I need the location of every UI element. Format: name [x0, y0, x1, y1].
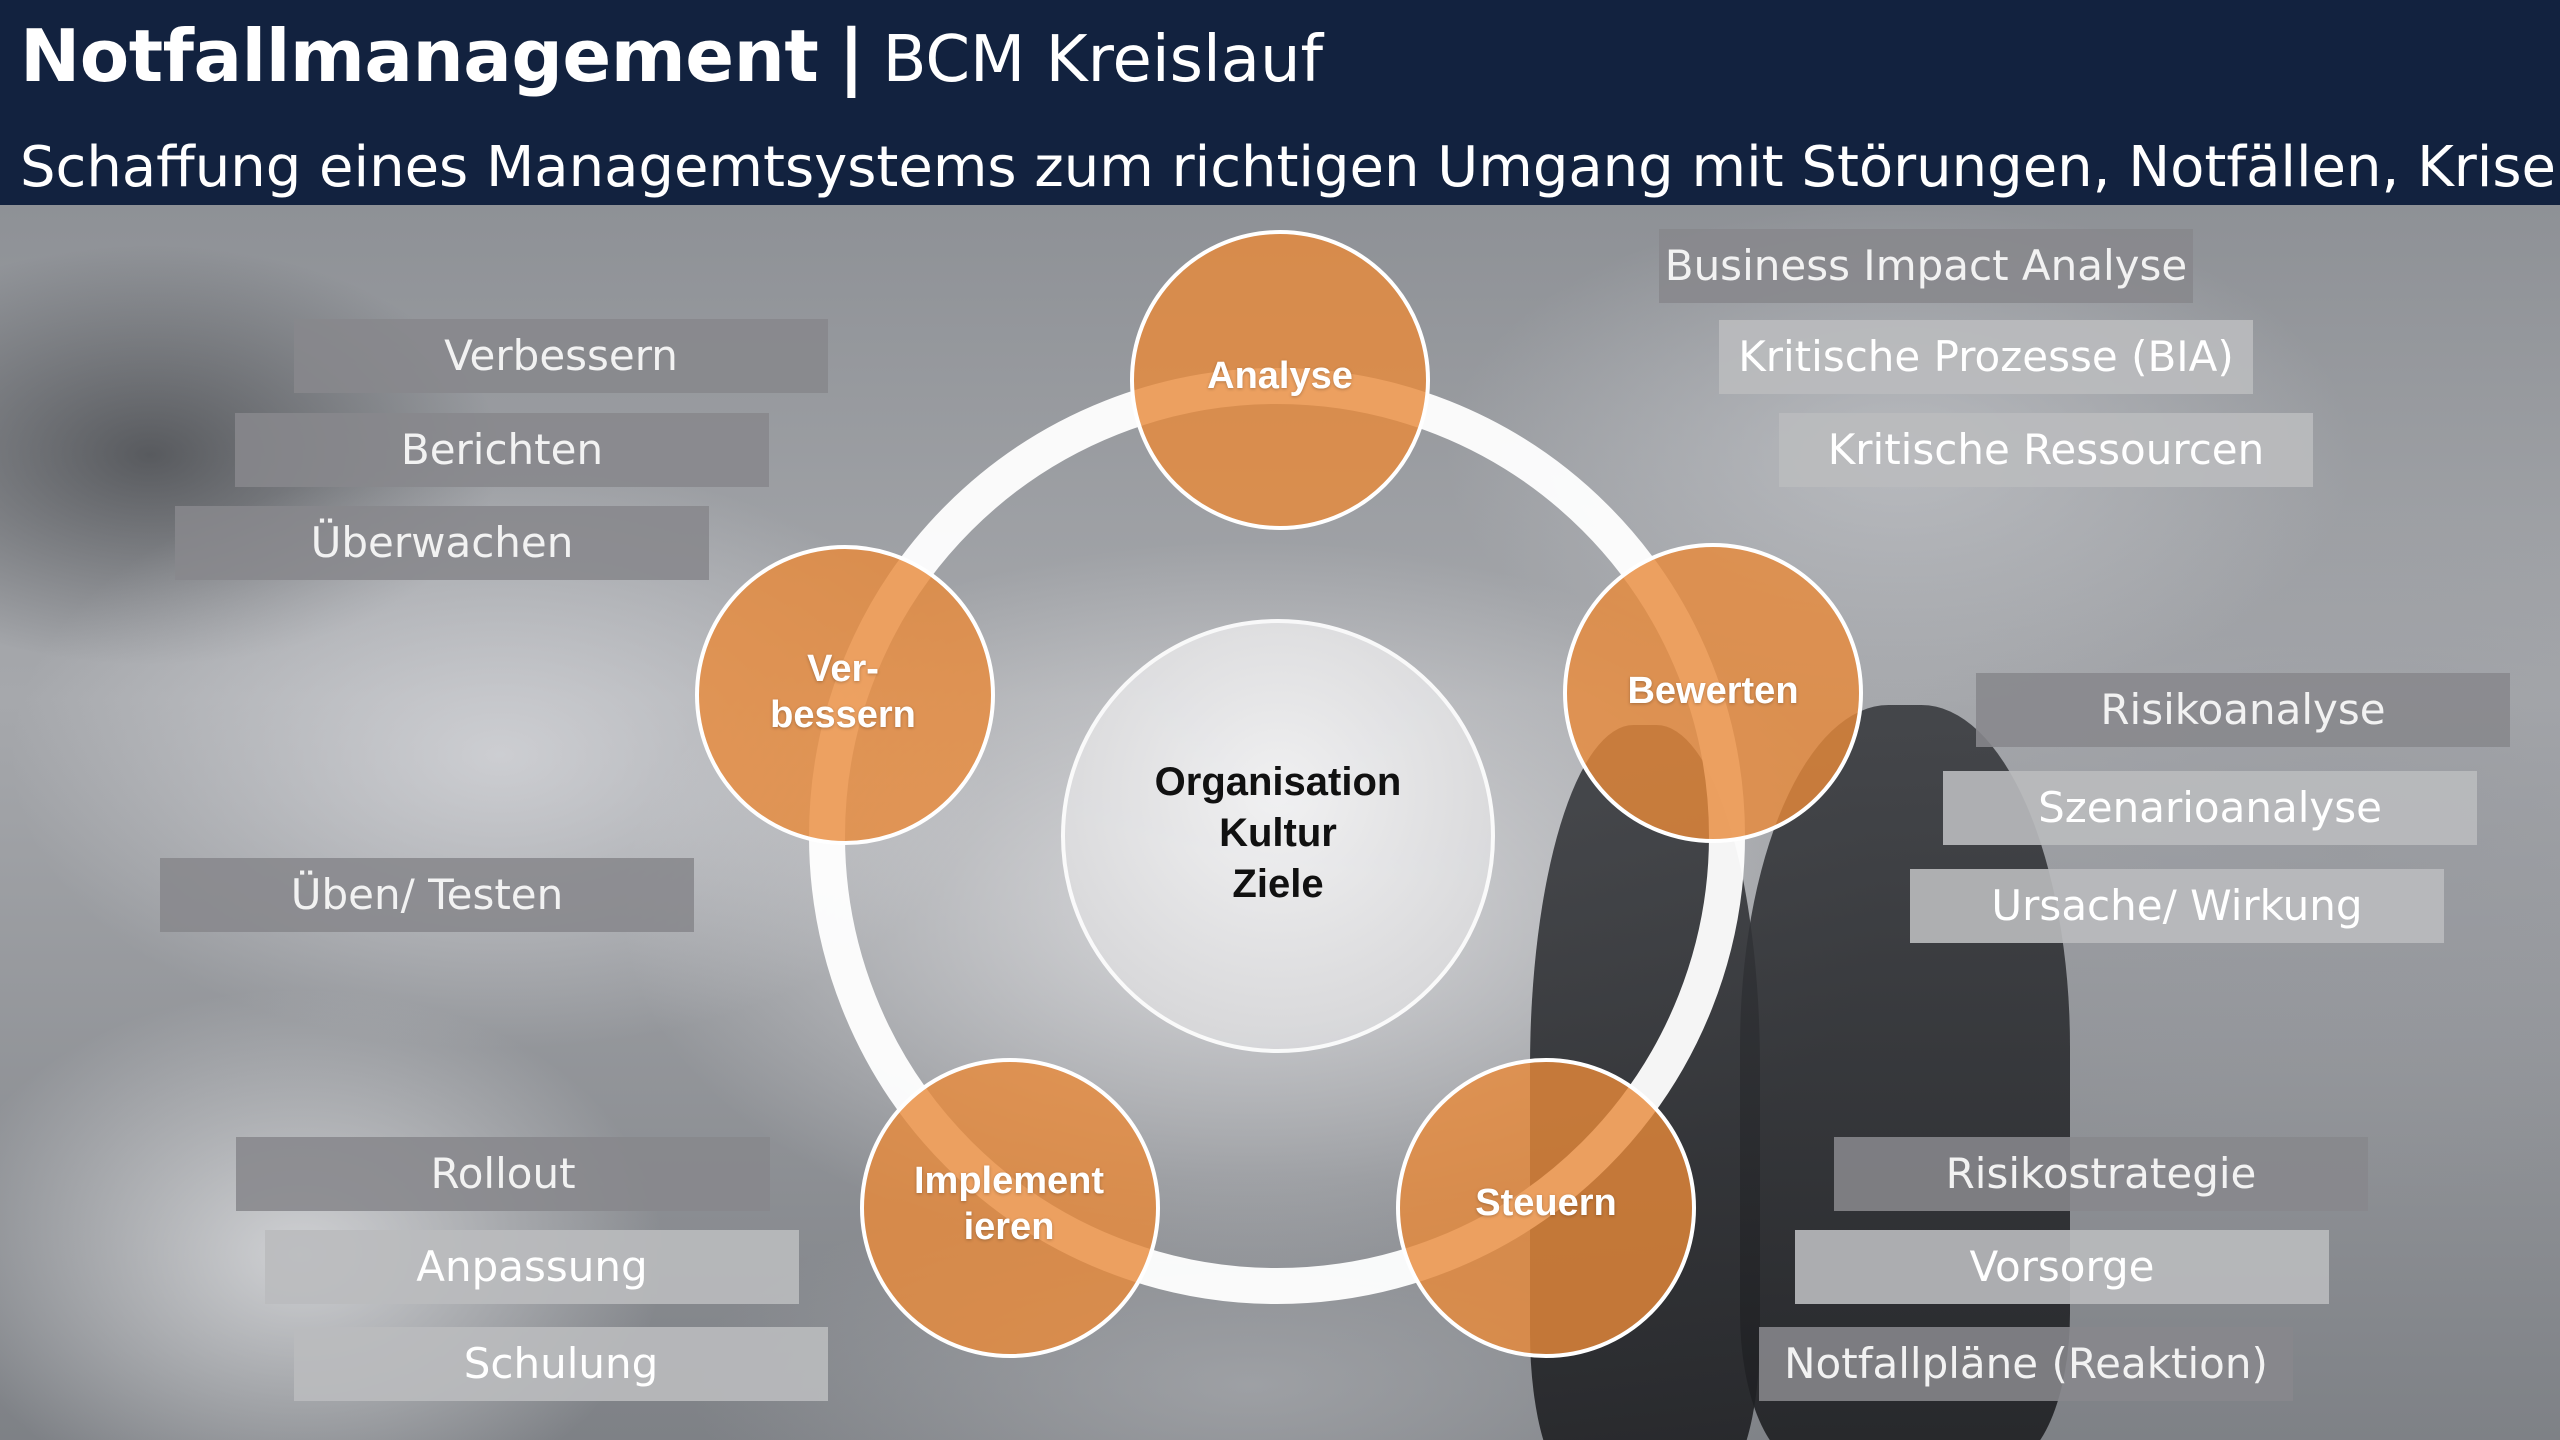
center-circle: [1061, 619, 1495, 1053]
center-line-ziele: Ziele: [1232, 862, 1324, 906]
page-title-suffix: BCM Kreislauf: [882, 23, 1324, 97]
center-line-organisation: Organisation: [1154, 760, 1402, 804]
label-ueben-testen: Üben/ Testen: [160, 858, 694, 932]
node-bewerten: [1563, 543, 1863, 843]
label-kritische-ressourcen: Kritische Ressourcen: [1779, 413, 2313, 487]
label-business-impact-analyse: Business Impact Analyse: [1659, 229, 2193, 303]
label-berichten: Berichten: [235, 413, 769, 487]
label-risikostrategie: Risikostrategie: [1834, 1137, 2368, 1211]
label-verbessern: Verbessern: [294, 319, 828, 393]
node-label-bewerten: Bewerten: [1627, 670, 1799, 712]
title-line: Notfallmanagement | BCM Kreislauf: [20, 14, 1323, 114]
label-risikoanalyse: Risikoanalyse: [1976, 673, 2510, 747]
node-verbessern: [695, 545, 995, 845]
page-title: Notfallmanagement: [20, 14, 819, 98]
label-ueberwachen: Überwachen: [175, 506, 709, 580]
node-label-verbessern: Ver- bessern: [770, 648, 916, 736]
label-ursache-wirkung: Ursache/ Wirkung: [1910, 869, 2444, 943]
node-label-analyse: Analyse: [1207, 355, 1353, 397]
label-notfallplaene: Notfallpläne (Reaktion): [1759, 1327, 2293, 1401]
title-separator: |: [838, 14, 865, 98]
node-steuern: [1396, 1058, 1696, 1358]
node-label-steuern: Steuern: [1475, 1182, 1617, 1224]
label-vorsorge: Vorsorge: [1795, 1230, 2329, 1304]
label-rollout: Rollout: [236, 1137, 770, 1211]
header-bar: Notfallmanagement | BCM Kreislauf Schaff…: [0, 0, 2560, 205]
label-schulung: Schulung: [294, 1327, 828, 1401]
label-anpassung: Anpassung: [265, 1230, 799, 1304]
page-subtitle: Schaffung eines Managemtsystems zum rich…: [20, 135, 2560, 200]
label-kritische-prozesse: Kritische Prozesse (BIA): [1719, 320, 2253, 394]
label-szenarioanalyse: Szenarioanalyse: [1943, 771, 2477, 845]
node-label-implementieren: Implement ieren: [913, 1160, 1105, 1248]
node-analyse: [1130, 230, 1430, 530]
node-implementieren: [860, 1058, 1160, 1358]
center-label: Organisation Kultur Ziele: [1128, 757, 1428, 910]
center-line-kultur: Kultur: [1219, 811, 1337, 855]
